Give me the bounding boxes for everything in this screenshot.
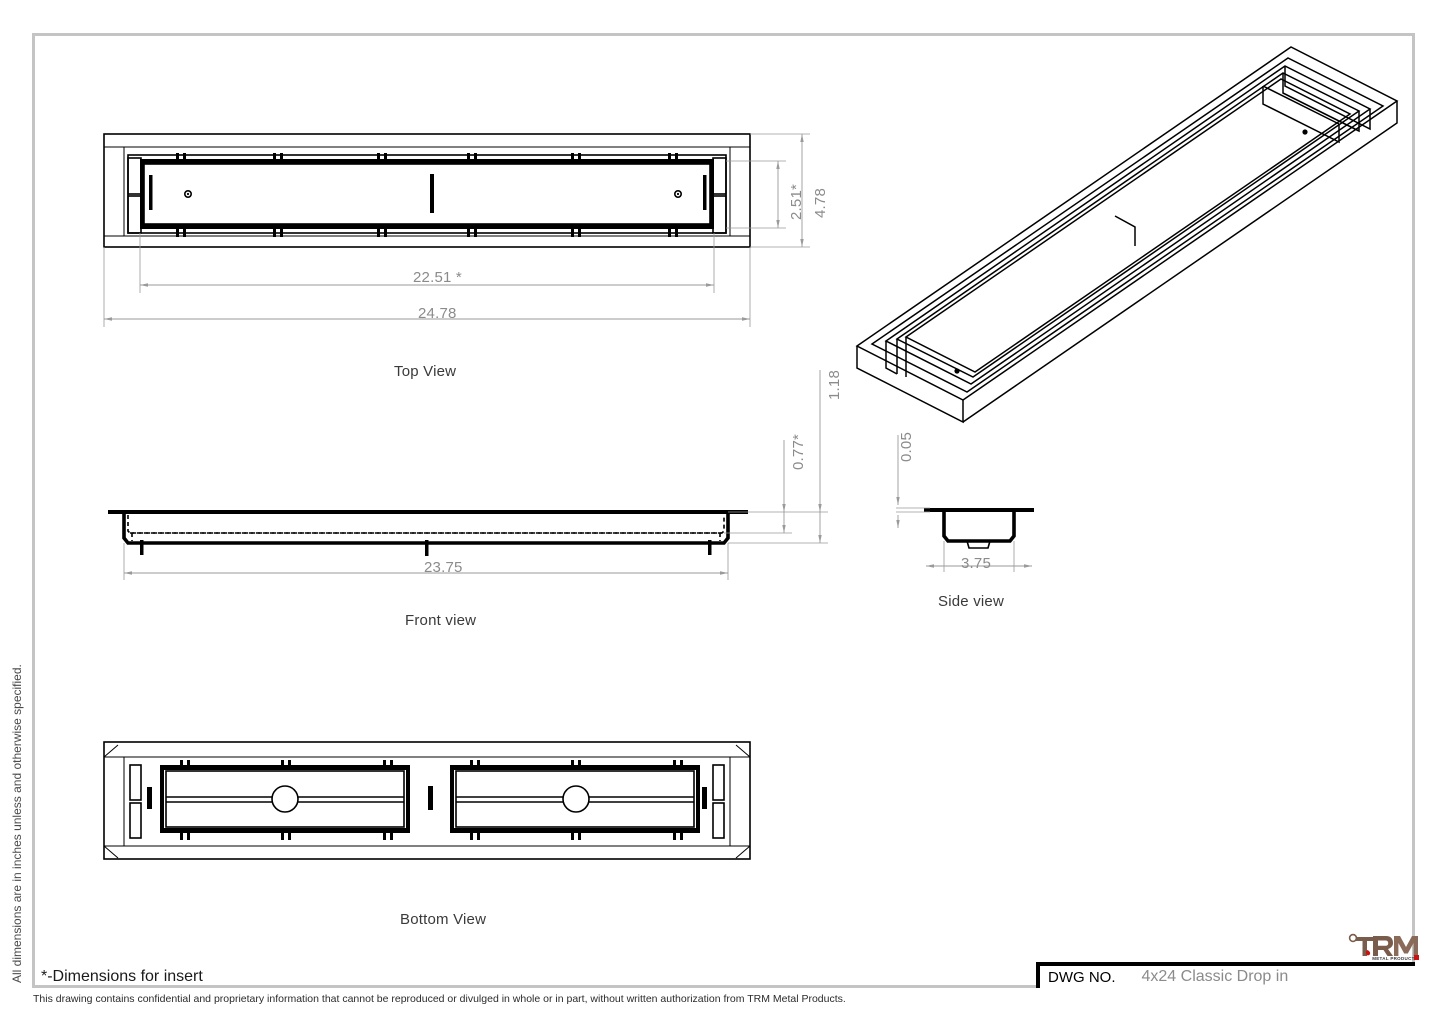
trm-logo-tagline: METAL PRODUCTS	[1372, 956, 1418, 961]
view-label-front: Front view	[405, 612, 477, 629]
trm-logo: METAL PRODUCTS	[1348, 932, 1419, 962]
dimension-front-insert-depth: 0.77*	[790, 433, 807, 470]
title-block-accent-bar	[1036, 966, 1040, 988]
trm-logo-accent-square	[1414, 955, 1419, 960]
view-label-side: Side view	[938, 593, 1004, 610]
view-label-top: Top View	[394, 363, 457, 380]
dimension-top-insert-length: 22.51 *	[413, 269, 462, 286]
dimension-top-overall-length: 24.78	[418, 305, 457, 322]
confidentiality-notice: This drawing contains confidential and p…	[33, 993, 846, 1005]
dimension-front-length: 23.75	[424, 559, 463, 576]
drawing-frame-border	[32, 33, 1415, 988]
insert-dimensions-note: *-Dimensions for insert	[41, 968, 203, 985]
dwg-no-label: DWG NO.	[1048, 968, 1116, 986]
units-note: All dimensions are in inches unless and …	[10, 664, 24, 983]
dimension-top-overall-width: 4.78	[812, 188, 829, 218]
dwg-no-value: 4x24 Classic Drop in	[1141, 968, 1289, 985]
dimension-top-insert-width: 2.51*	[788, 183, 805, 220]
dimension-front-overall-depth: 1.18	[826, 370, 843, 400]
title-block: DWG NO. 4x24 Classic Drop in	[1036, 962, 1415, 988]
view-label-bottom: Bottom View	[400, 911, 487, 928]
dimension-side-width: 3.75	[961, 555, 991, 572]
trm-logo-mark	[1348, 933, 1418, 956]
dimension-side-flange-thickness: 0.05	[898, 432, 915, 462]
